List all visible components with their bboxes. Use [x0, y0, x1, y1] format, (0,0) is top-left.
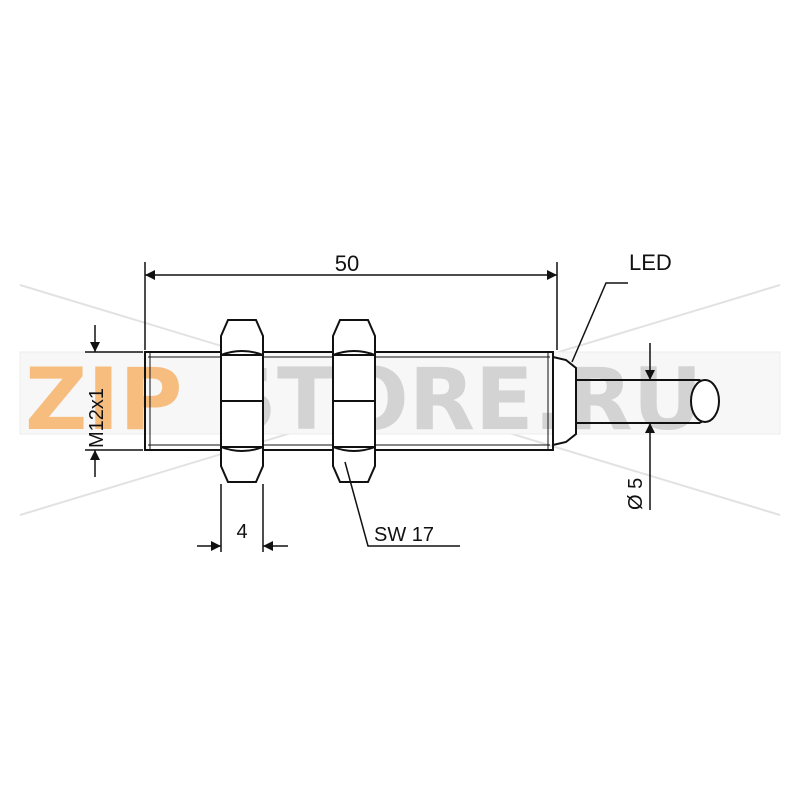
dimension-thread	[85, 325, 143, 477]
hex-nut-front	[220, 319, 264, 483]
dimension-length	[144, 262, 558, 350]
watermark-zip: ZIP	[25, 350, 182, 450]
dimension-cable-diameter-label: Ø 5	[625, 478, 647, 510]
led-cap	[552, 355, 577, 447]
dimension-nut-thickness-label: 4	[236, 521, 247, 543]
wrench-size-label: SW 17	[374, 524, 434, 546]
dimension-nut-thickness	[197, 484, 288, 552]
leader-wrench-size	[344, 461, 460, 547]
dimension-length-label: 50	[335, 251, 359, 276]
watermark: ZIP STORE.RU	[19, 284, 781, 516]
leader-led	[571, 282, 628, 363]
dimension-thread-label: M12x1	[86, 388, 108, 448]
led-label: LED	[629, 250, 672, 275]
hex-nut-rear	[332, 319, 376, 483]
watermark-store: STORE.RU	[215, 350, 702, 450]
dimension-cable-diameter	[636, 343, 664, 510]
